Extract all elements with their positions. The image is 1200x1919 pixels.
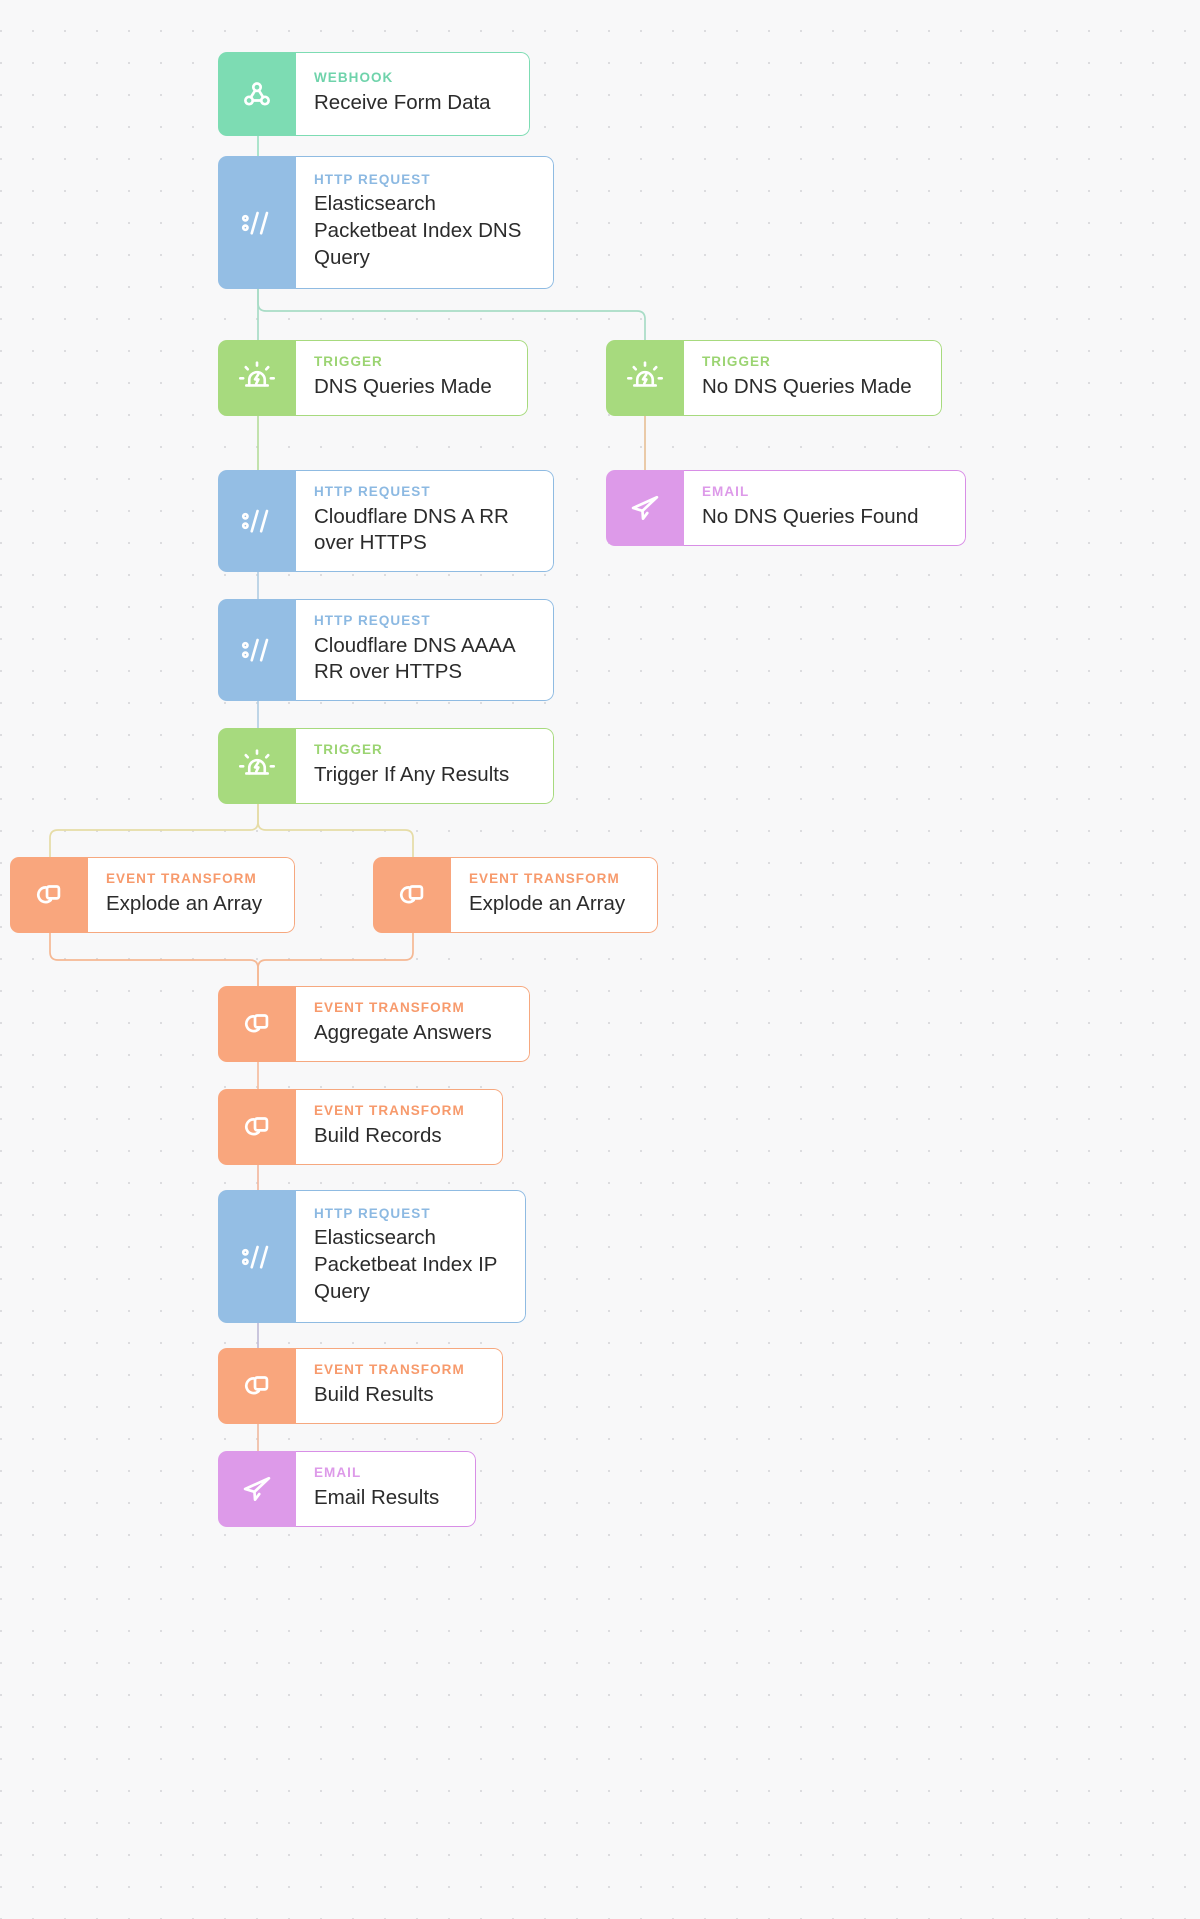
node-trigger-if-any-results[interactable]: TRIGGER Trigger If Any Results bbox=[218, 728, 554, 804]
webhook-icon bbox=[218, 52, 296, 136]
node-body: EVENT TRANSFORM Explode an Array bbox=[451, 857, 658, 933]
node-title: DNS Queries Made bbox=[314, 374, 492, 398]
node-title: Elasticsearch Packetbeat Index IP Query bbox=[314, 1226, 498, 1304]
node-build-records[interactable]: EVENT TRANSFORM Build Records bbox=[218, 1089, 503, 1165]
url-slashes-icon bbox=[218, 1190, 296, 1323]
node-body: EVENT TRANSFORM Aggregate Answers bbox=[296, 986, 530, 1062]
node-type-label: HTTP REQUEST bbox=[314, 171, 431, 187]
node-elasticsearch-ip-query[interactable]: HTTP REQUEST Elasticsearch Packetbeat Ind… bbox=[218, 1190, 526, 1323]
node-no-dns-queries-made[interactable]: TRIGGER No DNS Queries Made bbox=[606, 340, 942, 416]
node-type-label: WEBHOOK bbox=[314, 70, 394, 86]
node-type-label: EVENT TRANSFORM bbox=[106, 871, 257, 887]
node-body: EVENT TRANSFORM Build Records bbox=[296, 1089, 503, 1165]
node-build-results[interactable]: EVENT TRANSFORM Build Results bbox=[218, 1348, 503, 1424]
node-body: EMAIL No DNS Queries Found bbox=[684, 470, 966, 546]
node-body: TRIGGER No DNS Queries Made bbox=[684, 340, 942, 416]
node-title: Build Results bbox=[314, 1382, 434, 1406]
alarm-siren-icon bbox=[218, 340, 296, 416]
node-explode-an-array-right[interactable]: EVENT TRANSFORM Explode an Array bbox=[373, 857, 658, 933]
node-type-label: TRIGGER bbox=[702, 354, 771, 370]
node-title: No DNS Queries Made bbox=[702, 374, 912, 398]
node-body: HTTP REQUEST Elasticsearch Packetbeat Ind… bbox=[296, 156, 554, 289]
node-body: EVENT TRANSFORM Explode an Array bbox=[88, 857, 295, 933]
node-title: Elasticsearch Packetbeat Index DNS Query bbox=[314, 192, 522, 270]
node-type-label: HTTP REQUEST bbox=[314, 613, 431, 628]
node-type-label: EVENT TRANSFORM bbox=[314, 1000, 465, 1016]
node-body: HTTP REQUEST Cloudflare DNS AAAA RR over … bbox=[296, 599, 554, 702]
node-type-label: EMAIL bbox=[314, 1465, 362, 1481]
node-type-label: EMAIL bbox=[702, 484, 750, 500]
node-title: Aggregate Answers bbox=[314, 1020, 492, 1044]
node-explode-an-array-left[interactable]: EVENT TRANSFORM Explode an Array bbox=[10, 857, 295, 933]
edge-es-dns-to-no-dns-made bbox=[257, 289, 646, 340]
explode-array-icon bbox=[373, 857, 451, 933]
node-title: Build Records bbox=[314, 1123, 442, 1147]
edge-explode-right-to-aggregate bbox=[257, 933, 414, 986]
node-title: Cloudflare DNS A RR over HTTPS bbox=[314, 504, 509, 555]
explode-array-icon bbox=[218, 1348, 296, 1424]
explode-array-icon bbox=[10, 857, 88, 933]
url-slashes-icon bbox=[218, 470, 296, 573]
node-title: Receive Form Data bbox=[314, 90, 491, 114]
node-title: Explode an Array bbox=[106, 891, 263, 915]
node-type-label: EVENT TRANSFORM bbox=[314, 1103, 465, 1119]
node-aggregate-answers[interactable]: EVENT TRANSFORM Aggregate Answers bbox=[218, 986, 530, 1062]
node-title: No DNS Queries Found bbox=[702, 504, 919, 528]
node-body: EMAIL Email Results bbox=[296, 1451, 476, 1527]
node-elasticsearch-dns-query[interactable]: HTTP REQUEST Elasticsearch Packetbeat Ind… bbox=[218, 156, 554, 289]
node-type-label: HTTP REQUEST bbox=[314, 484, 431, 499]
node-dns-queries-made[interactable]: TRIGGER DNS Queries Made bbox=[218, 340, 528, 416]
paper-plane-icon bbox=[606, 470, 684, 546]
url-slashes-icon bbox=[218, 599, 296, 702]
node-body: HTTP REQUEST Elasticsearch Packetbeat Ind… bbox=[296, 1190, 526, 1323]
node-type-label: TRIGGER bbox=[314, 742, 383, 758]
node-type-label: EVENT TRANSFORM bbox=[314, 1362, 465, 1378]
paper-plane-icon bbox=[218, 1451, 296, 1527]
node-no-dns-queries-found[interactable]: EMAIL No DNS Queries Found bbox=[606, 470, 966, 546]
node-body: TRIGGER DNS Queries Made bbox=[296, 340, 528, 416]
node-body: EVENT TRANSFORM Build Results bbox=[296, 1348, 503, 1424]
node-type-label: TRIGGER bbox=[314, 354, 383, 370]
explode-array-icon bbox=[218, 1089, 296, 1165]
node-title: Email Results bbox=[314, 1485, 440, 1509]
node-body: HTTP REQUEST Cloudflare DNS A RR over HTT… bbox=[296, 470, 554, 573]
node-cloudflare-dns-a-rr[interactable]: HTTP REQUEST Cloudflare DNS A RR over HTT… bbox=[218, 470, 554, 573]
alarm-siren-icon bbox=[218, 728, 296, 804]
node-cloudflare-dns-aaaa-rr[interactable]: HTTP REQUEST Cloudflare DNS AAAA RR over … bbox=[218, 599, 554, 702]
node-type-label: EVENT TRANSFORM bbox=[469, 871, 620, 887]
node-body: WEBHOOK Receive Form Data bbox=[296, 52, 530, 136]
node-title: Cloudflare DNS AAAA RR over HTTPS bbox=[314, 633, 515, 684]
alarm-siren-icon bbox=[606, 340, 684, 416]
edge-explode-left-to-aggregate bbox=[49, 933, 259, 986]
node-title: Trigger If Any Results bbox=[314, 762, 510, 786]
node-title: Explode an Array bbox=[469, 891, 626, 915]
url-slashes-icon bbox=[218, 156, 296, 289]
node-type-label: HTTP REQUEST bbox=[314, 1205, 431, 1221]
edge-trigger-any-to-explode-left bbox=[49, 804, 259, 857]
explode-array-icon bbox=[218, 986, 296, 1062]
node-receive-form-data[interactable]: WEBHOOK Receive Form Data bbox=[218, 52, 530, 136]
edge-trigger-any-to-explode-right bbox=[257, 804, 414, 857]
node-email-results[interactable]: EMAIL Email Results bbox=[218, 1451, 476, 1527]
node-body: TRIGGER Trigger If Any Results bbox=[296, 728, 554, 804]
